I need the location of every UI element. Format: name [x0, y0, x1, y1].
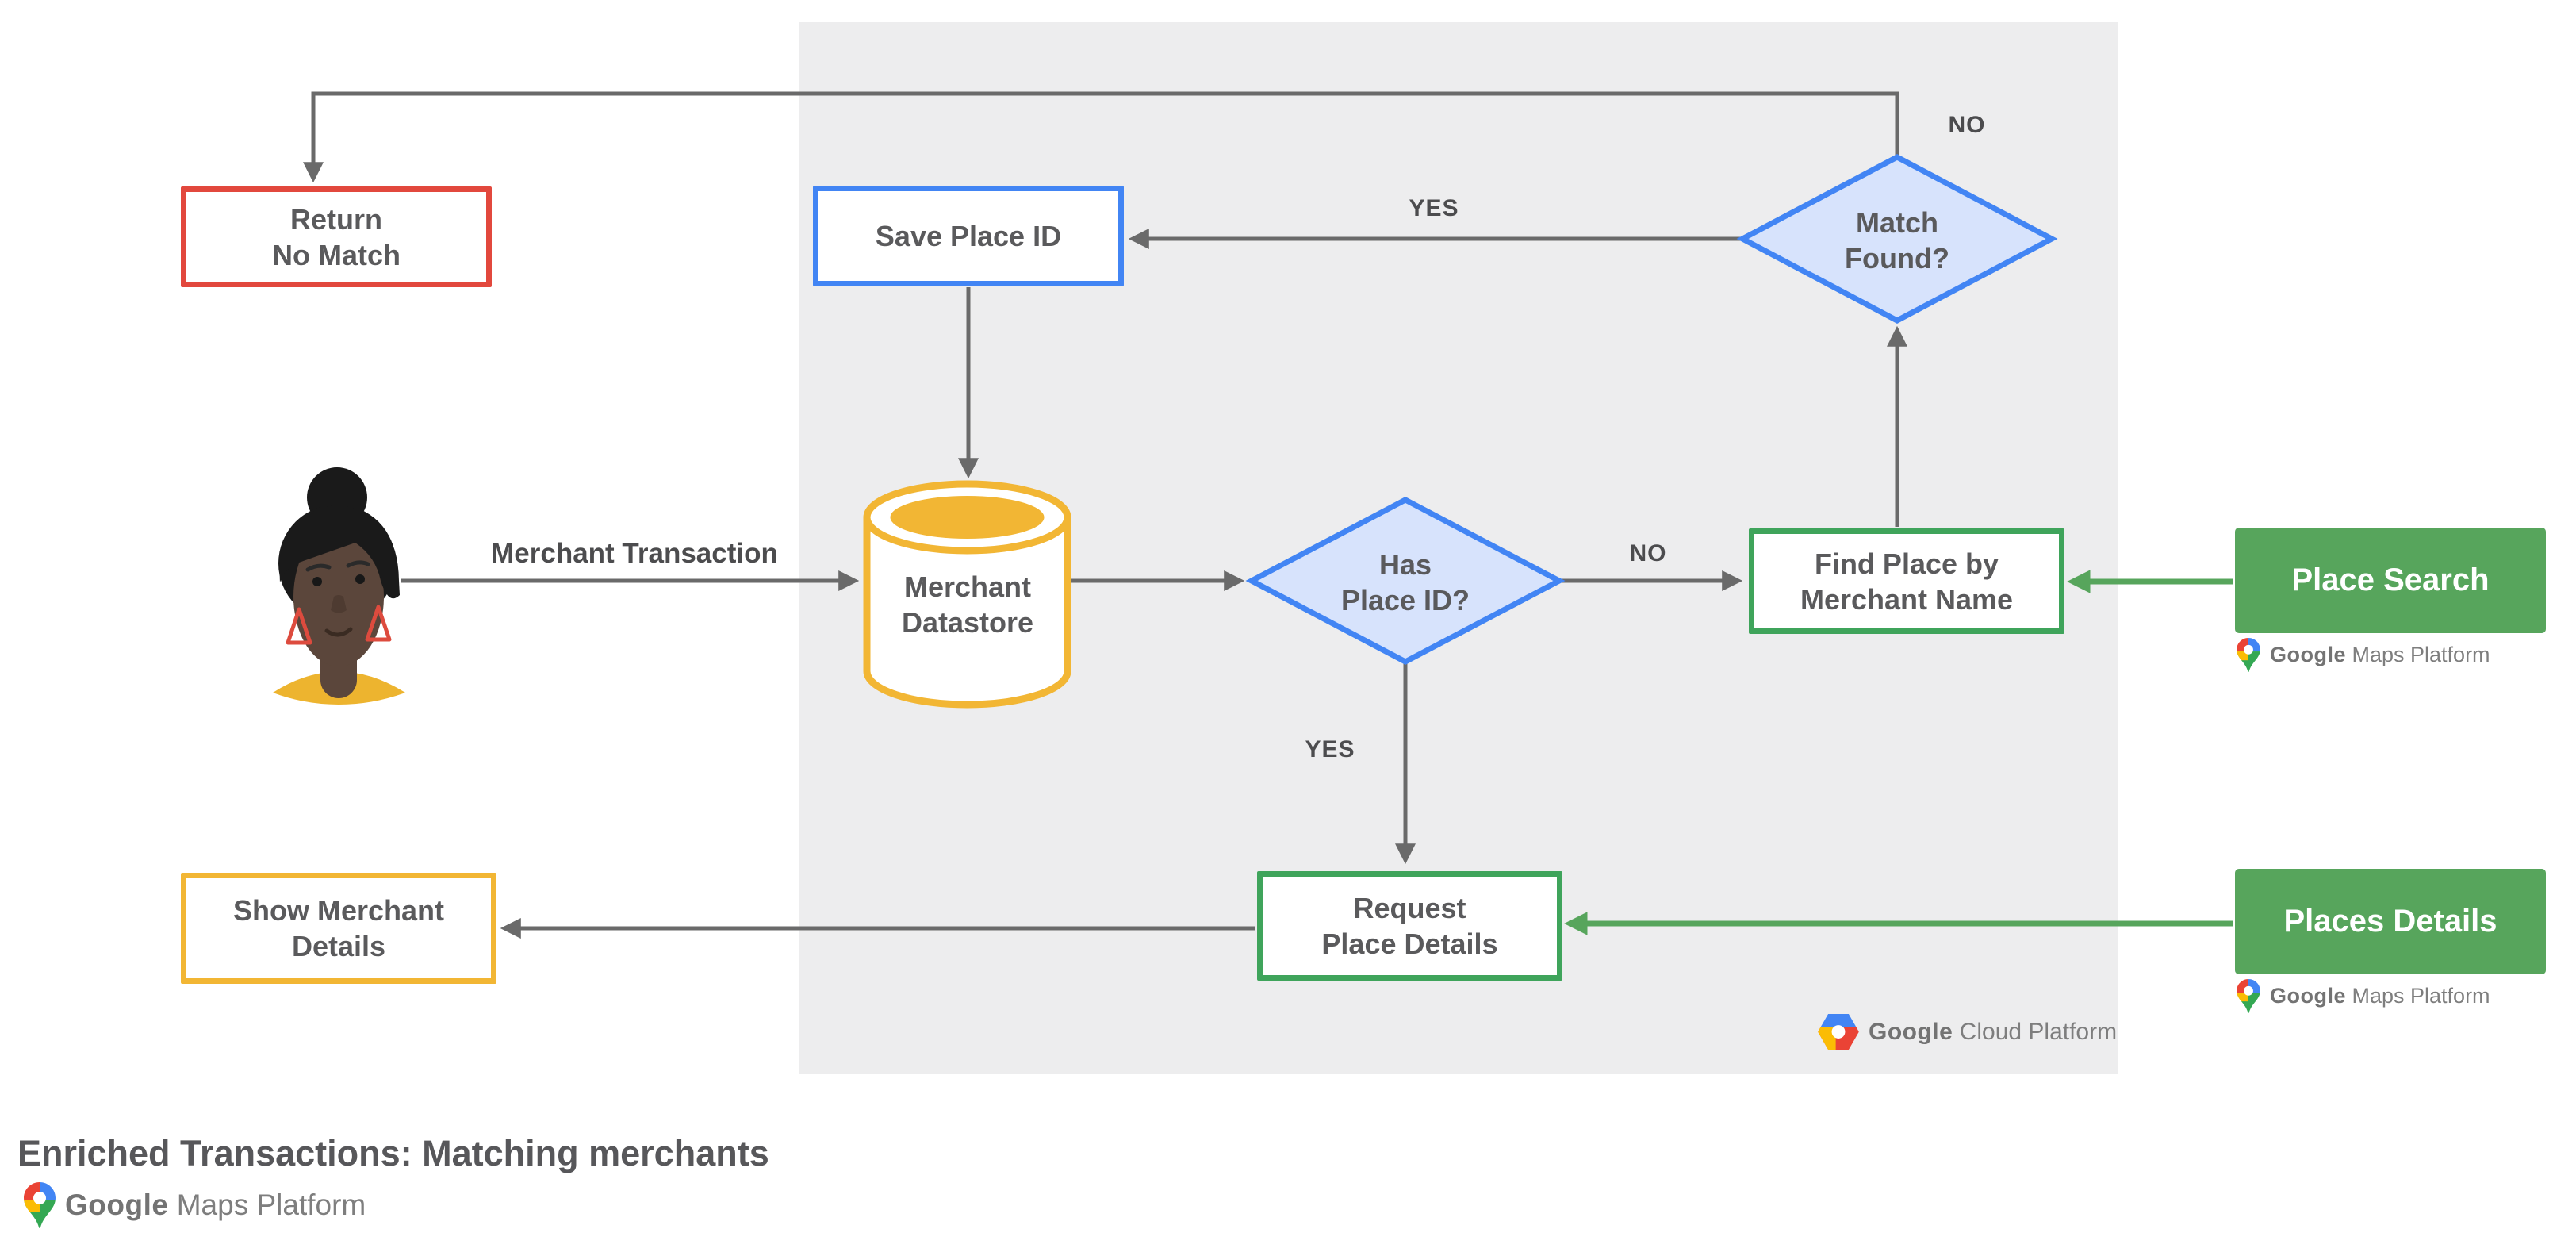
match-found-diamond-shape: [1736, 154, 2058, 324]
edge-label-hasid-no: NO: [1629, 540, 1667, 566]
maps-platform-wordmark: Google Maps Platform: [2270, 643, 2490, 666]
maps-platform-wordmark: Google Maps Platform: [65, 1189, 366, 1221]
maps-platform-brand-footer: Google Maps Platform: [24, 1182, 366, 1228]
google-maps-pin-icon: [2237, 638, 2260, 672]
node-find-place-by-merchant-name: Find Place by Merchant Name: [1749, 528, 2064, 634]
has-place-id-diamond-shape: [1245, 497, 1566, 665]
google-maps-pin-icon: [2237, 979, 2260, 1013]
node-request-place-details: Request Place Details: [1257, 871, 1562, 981]
merchant-user-avatar: [273, 467, 405, 705]
api-place-search-box: Place Search: [2235, 528, 2546, 633]
edge-match-no-return-arrow: [303, 91, 1899, 183]
node-show-merchant-details: Show Merchant Details: [181, 873, 496, 984]
node-match-found-label: Match Found?: [1845, 206, 1949, 275]
edge-label-match-yes: YES: [1409, 195, 1459, 221]
node-return-no-match: Return No Match: [181, 186, 492, 287]
datastore-cylinder-icon: [863, 480, 1071, 709]
node-save-place-id: Save Place ID: [813, 186, 1124, 286]
maps-platform-brand-top: Google Maps Platform: [2237, 638, 2490, 672]
google-cloud-hexagon-icon: [1818, 1014, 1859, 1050]
merchant-transaction-arrow-label: Merchant Transaction: [491, 538, 778, 569]
maps-platform-wordmark: Google Maps Platform: [2270, 984, 2490, 1008]
maps-platform-brand-bottom: Google Maps Platform: [2237, 979, 2490, 1013]
cloud-platform-brand: Google Cloud Platform: [1818, 1014, 2117, 1050]
node-merchant-datastore-label: Merchant Datastore: [901, 570, 1034, 639]
edge-label-hasid-yes: YES: [1305, 736, 1355, 762]
edge-label-match-no: NO: [1948, 112, 1986, 138]
cloud-platform-wordmark: Google Cloud Platform: [1869, 1018, 2118, 1045]
diagram-title: Enriched Transactions: Matching merchant…: [17, 1133, 769, 1173]
api-places-details-box: Places Details: [2235, 869, 2546, 974]
node-has-place-id-label: Has Place ID?: [1340, 548, 1470, 616]
google-maps-pin-icon: [24, 1182, 56, 1228]
